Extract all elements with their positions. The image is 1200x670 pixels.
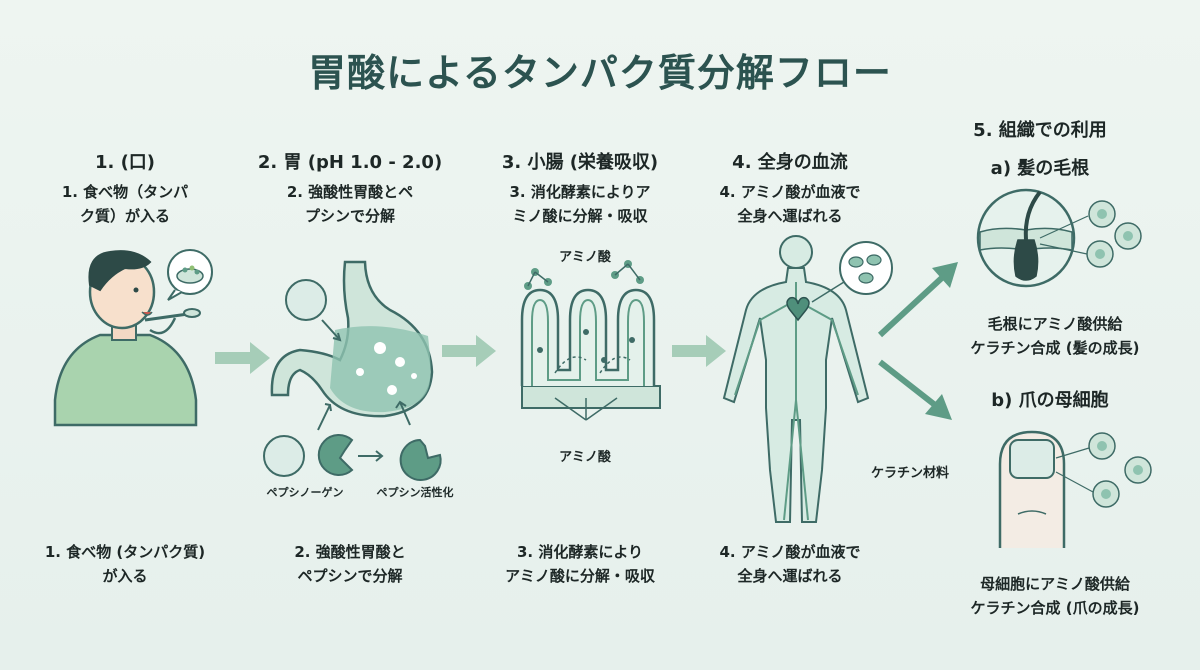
arrow-to-nail [878,359,952,420]
step-1-desc-bottom: 1. 食べ物 (タンパク質)が入る [44,543,206,585]
amino-label-bottom: アミノ酸 [559,450,611,465]
nail-heading: b) 爪の母細胞 [991,390,1109,411]
pepsinogen-label: ペプシノーゲン [266,486,344,499]
nail-illustration [998,430,1152,548]
amino-label-top: アミノ酸 [559,250,611,265]
flow-arrow-1 [215,342,270,374]
pepsin-active-label: ペプシン活性化 [376,486,454,499]
intestine-illustration [520,260,661,421]
step-1-desc-top: 1. 食べ物（タンパク質）が入る [61,183,189,225]
step-1-heading: 1. (口) [94,152,156,173]
page-title: 胃酸によるタンパク質分解フロー [308,51,892,95]
step-3-desc-top: 3. 消化酵素によりアミノ酸に分解・吸収 [509,183,651,225]
step-2-desc-top: 2. 強酸性胃酸とペプシンで分解 [286,183,414,225]
step-4-heading: 4. 全身の血流 [732,152,848,173]
step-4-desc-bottom: 4. アミノ酸が血液で全身へ運ばれる [719,543,861,585]
hair-desc: 毛根にアミノ酸供給ケラチン合成 (髪の成長) [970,315,1140,357]
step-5-heading: 5. 組織での利用 [973,120,1107,141]
hcl-label-bottom: HCl [271,446,297,461]
flow-arrow-2 [442,335,496,367]
step-3-desc-bottom: 3. 消化酵素によりアミノ酸に分解・吸収 [505,543,655,585]
step-2-desc-bottom: 2. 強酸性胃酸とペプシンで分解 [294,543,406,585]
flow-arrow-3 [672,335,726,367]
step-4-desc-top: 4. アミノ酸が血液で全身へ運ばれる [719,183,861,225]
person-eating-illustration [53,249,213,427]
hair-follicle-illustration [976,188,1142,288]
arrow-to-hair [877,262,958,338]
keratin-label: ケラチン材料 [870,466,949,481]
hcl-label-top: HCl [293,288,319,303]
step-2-heading: 2. 胃 (pH 1.0 - 2.0) [257,152,443,173]
nail-desc: 母細胞にアミノ酸供給ケラチン合成 (爪の成長) [970,575,1140,617]
hair-heading: a) 髪の毛根 [990,158,1090,179]
step-3-heading: 3. 小腸 (栄養吸収) [501,152,659,173]
